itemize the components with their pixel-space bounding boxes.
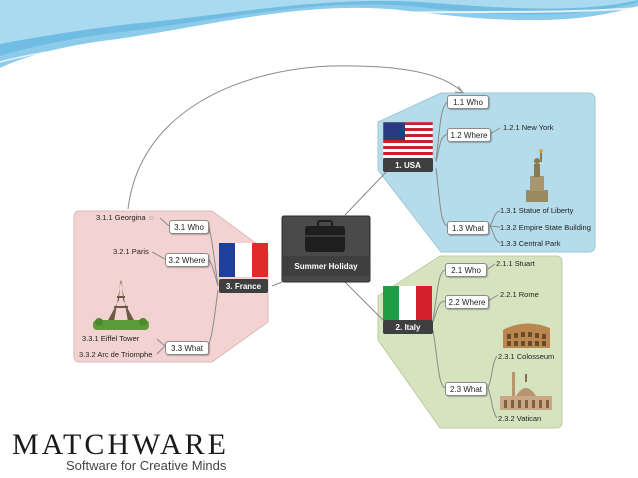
france-where-node[interactable]: 3.2 Where xyxy=(165,253,209,267)
center-topic[interactable]: Summer Holiday xyxy=(282,256,370,276)
italy-what-node[interactable]: 2.3 What xyxy=(445,382,487,396)
connectors xyxy=(151,101,501,419)
france-flag-icon xyxy=(219,243,268,277)
france-who-node[interactable]: 3.1 Who xyxy=(169,220,209,234)
colosseum-icon xyxy=(503,323,550,348)
italy-where-leaf[interactable]: 2.2.1 Rome xyxy=(500,290,539,299)
usa-flag-icon xyxy=(382,121,434,159)
topic-france[interactable]: 3. France xyxy=(219,279,268,293)
usa-who-node[interactable]: 1.1 Who xyxy=(447,95,489,109)
brand-tagline: Software for Creative Minds xyxy=(66,458,227,473)
topic-italy[interactable]: 2. Italy xyxy=(383,320,433,334)
usa-where-node[interactable]: 1.2 Where xyxy=(447,128,491,142)
brand-logo: MatchWare xyxy=(12,428,229,462)
relationship-link xyxy=(127,65,463,210)
usa-what-leaf-1[interactable]: 1.3.1 Statue of Liberty xyxy=(500,206,574,215)
contact-icon: ☺ xyxy=(147,215,155,222)
brand-name: MatchWare xyxy=(12,428,230,461)
usa-what-leaf-2[interactable]: 1.3.2 Empire State Building xyxy=(500,223,591,232)
usa-what-leaf-3[interactable]: 1.3.3 Central Park xyxy=(500,239,561,248)
france-what-leaf-2[interactable]: 3.3.2 Arc de Triomphe xyxy=(79,350,153,359)
italy-who-node[interactable]: 2.1 Who xyxy=(445,263,487,277)
italy-who-leaf[interactable]: 2.1.1 Stuart xyxy=(496,259,535,268)
france-what-leaf-1[interactable]: 3.3.1 Eiffel Tower xyxy=(82,334,140,343)
italy-what-leaf-1[interactable]: 2.3.1 Colosseum xyxy=(498,352,555,361)
france-where-leaf[interactable]: 3.2.1 Paris xyxy=(113,247,149,256)
italy-what-leaf-2[interactable]: 2.3.2 Vatican xyxy=(498,414,542,423)
eiffel-tower-icon xyxy=(93,280,149,330)
vatican-icon xyxy=(500,372,552,410)
usa-what-node[interactable]: 1.3 What xyxy=(447,221,489,235)
france-who-leaf[interactable]: 3.1.1 Georgina ☺ xyxy=(96,213,155,222)
topic-usa[interactable]: 1. USA xyxy=(383,158,433,172)
italy-flag-icon xyxy=(383,286,432,320)
usa-where-leaf[interactable]: 1.2.1 New York xyxy=(503,123,554,132)
italy-where-node[interactable]: 2.2 Where xyxy=(445,295,489,309)
statue-of-liberty-icon xyxy=(526,149,548,202)
wave-banner xyxy=(0,0,638,68)
france-what-node[interactable]: 3.3 What xyxy=(165,341,209,355)
france-who-leaf-label: 3.1.1 Georgina xyxy=(96,213,146,222)
